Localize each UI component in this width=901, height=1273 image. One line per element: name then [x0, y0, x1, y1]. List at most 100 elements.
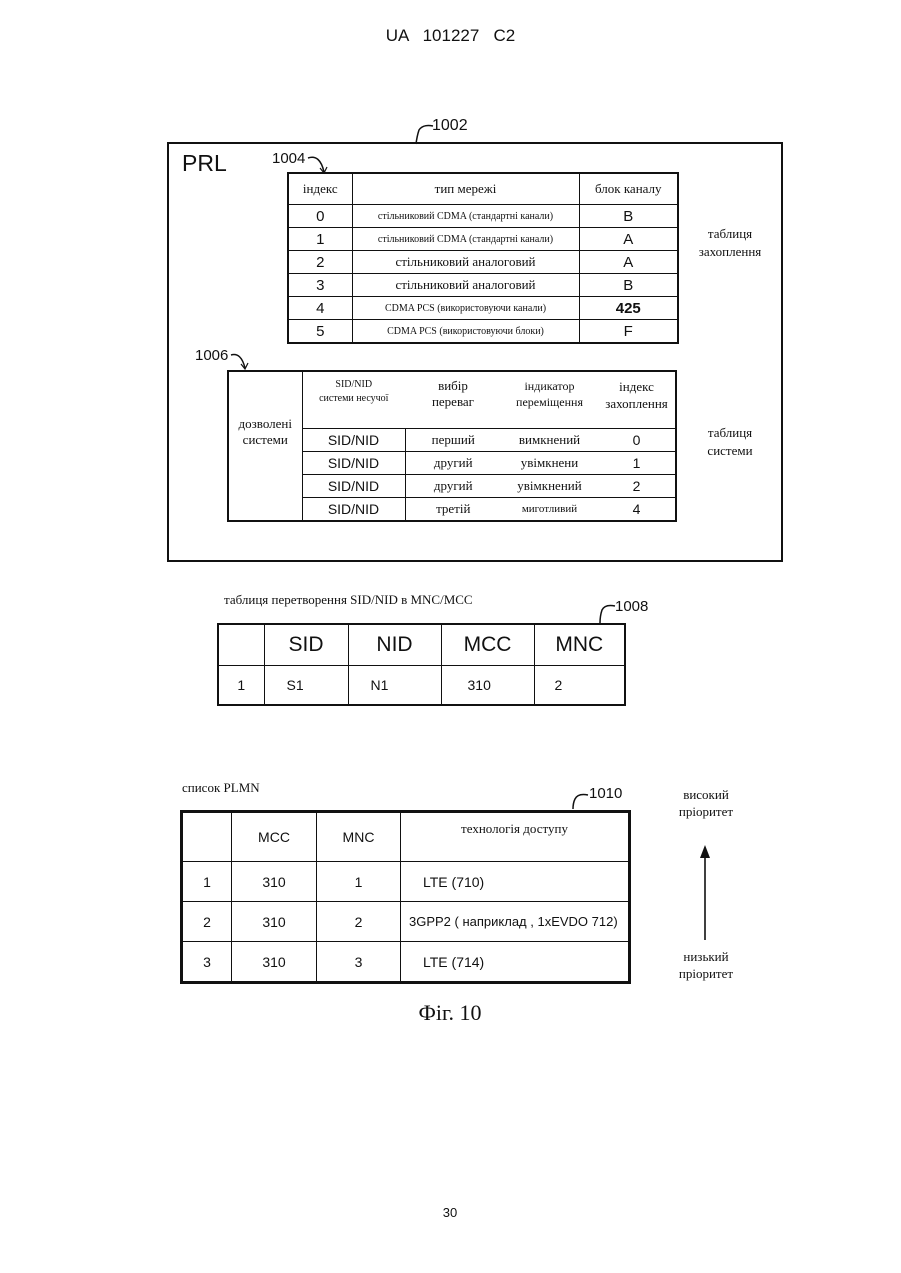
table-cell: CDMA PCS (використовуючи блоки)	[352, 320, 579, 344]
table-cell: 1	[288, 228, 352, 251]
label-line: низький	[664, 948, 748, 965]
table-cell: A	[579, 228, 678, 251]
table-row: 1 S1 N1 310 2	[218, 666, 625, 706]
system-side-label: дозволені системи	[228, 371, 302, 521]
ref-1004: 1004	[272, 150, 305, 167]
table-row: 5 CDMA PCS (використовуючи блоки) F	[288, 320, 678, 344]
priority-arrow-icon	[698, 844, 712, 942]
table-cell: третій	[405, 498, 501, 522]
table-row: 2 стільниковий аналоговий A	[288, 251, 678, 274]
table-cell: 1	[218, 666, 264, 706]
table-cell: 4	[288, 297, 352, 320]
table-cell: 0	[288, 205, 352, 228]
column-header: MCC	[441, 624, 534, 666]
table-cell: 425	[579, 297, 678, 320]
ref-1002: 1002	[432, 117, 468, 135]
label-line: пріоритет	[664, 965, 748, 982]
header-line: системи несучої	[303, 392, 406, 406]
table-cell: увімкнени	[501, 452, 598, 475]
conversion-table-caption: таблиця перетворення SID/NID в MNC/MCC	[224, 592, 473, 608]
header-line: SID/NID	[303, 378, 406, 392]
ref-1010: 1010	[589, 785, 622, 802]
table-cell: 2	[317, 902, 401, 942]
column-header: тип мережі	[352, 173, 579, 205]
table-row: 4 CDMA PCS (використовуючи канали) 425	[288, 297, 678, 320]
label-line: високий	[664, 786, 748, 803]
table-cell: 4	[598, 498, 676, 522]
table-cell: 3GPP2 ( наприклад , 1xEVDO 712)	[401, 902, 630, 942]
table-header-row: SID NID MCC MNC	[218, 624, 625, 666]
table-header-row: індекс тип мережі блок каналу	[288, 173, 678, 205]
table-cell: 0	[598, 429, 676, 452]
header-line: вибір	[405, 378, 501, 394]
table-row: 0 стільниковий CDMA (стандартні канали) …	[288, 205, 678, 228]
ref-leader-1006	[229, 350, 251, 372]
table-cell: B	[579, 274, 678, 297]
label-line: системи	[690, 442, 770, 460]
table-cell: 2	[182, 902, 232, 942]
plmn-list-table: MCC MNC технологія доступу 1 310 1 LTE (…	[180, 810, 631, 984]
table-cell: 3	[182, 942, 232, 983]
system-table-label: таблиця системи	[690, 424, 770, 460]
prl-title: PRL	[182, 150, 227, 177]
table-cell: CDMA PCS (використовуючи канали)	[352, 297, 579, 320]
acquisition-table: індекс тип мережі блок каналу 0 стільник…	[287, 172, 679, 344]
table-cell: 310	[232, 902, 317, 942]
document-id: UA 101227 C2	[300, 26, 601, 46]
table-cell: 3	[317, 942, 401, 983]
column-header: індекс	[288, 173, 352, 205]
column-header: SID	[264, 624, 348, 666]
table-cell: A	[579, 251, 678, 274]
column-header: блок каналу	[579, 173, 678, 205]
table-cell: 1	[182, 862, 232, 902]
column-header: індикатор переміщення	[501, 371, 598, 429]
table-cell: LTE (714)	[401, 942, 630, 983]
table-header-row: MCC MNC технологія доступу	[182, 812, 630, 862]
table-cell: 2	[534, 666, 625, 706]
column-header	[218, 624, 264, 666]
header-line: захоплення	[598, 395, 675, 412]
table-cell: миготливий	[501, 498, 598, 522]
table-row: 3 стільниковий аналоговий B	[288, 274, 678, 297]
table-cell: SID/NID	[302, 475, 405, 498]
table-cell: другий	[405, 452, 501, 475]
page-number: 30	[430, 1205, 470, 1220]
table-cell: 310	[232, 942, 317, 983]
header-line: індикатор	[501, 378, 598, 394]
label-line: пріоритет	[664, 803, 748, 820]
table-cell: 1	[317, 862, 401, 902]
ref-1006: 1006	[195, 347, 228, 364]
table-cell: 310	[232, 862, 317, 902]
column-header	[182, 812, 232, 862]
table-cell: SID/NID	[302, 429, 405, 452]
table-cell: 2	[288, 251, 352, 274]
column-header: технологія доступу	[401, 812, 630, 862]
table-cell: 310	[441, 666, 534, 706]
header-line: переваг	[405, 394, 501, 410]
header-line: переміщення	[501, 394, 598, 410]
low-priority-label: низький пріоритет	[664, 948, 748, 982]
table-row: 1 стільниковий CDMA (стандартні канали) …	[288, 228, 678, 251]
table-cell: стільниковий аналоговий	[352, 251, 579, 274]
table-cell: S1	[264, 666, 348, 706]
table-cell: перший	[405, 429, 501, 452]
table-cell: LTE (710)	[401, 862, 630, 902]
table-cell: SID/NID	[302, 452, 405, 475]
header-line: індекс	[598, 378, 675, 395]
high-priority-label: високий пріоритет	[664, 786, 748, 820]
table-cell: увімкнений	[501, 475, 598, 498]
column-header: індекс захоплення	[598, 371, 676, 429]
table-cell: 1	[598, 452, 676, 475]
label-line: таблиця	[690, 424, 770, 442]
table-cell: F	[579, 320, 678, 344]
table-cell: 5	[288, 320, 352, 344]
table-cell: стільниковий аналоговий	[352, 274, 579, 297]
column-header: MNC	[534, 624, 625, 666]
column-header: NID	[348, 624, 441, 666]
label-line: таблиця	[688, 225, 772, 243]
table-cell: другий	[405, 475, 501, 498]
table-row: 2 310 2 3GPP2 ( наприклад , 1xEVDO 712)	[182, 902, 630, 942]
table-cell: вимкнений	[501, 429, 598, 452]
table-cell: стільниковий CDMA (стандартні канали)	[352, 228, 579, 251]
system-table: дозволені системи SID/NID системи несучо…	[227, 370, 677, 522]
